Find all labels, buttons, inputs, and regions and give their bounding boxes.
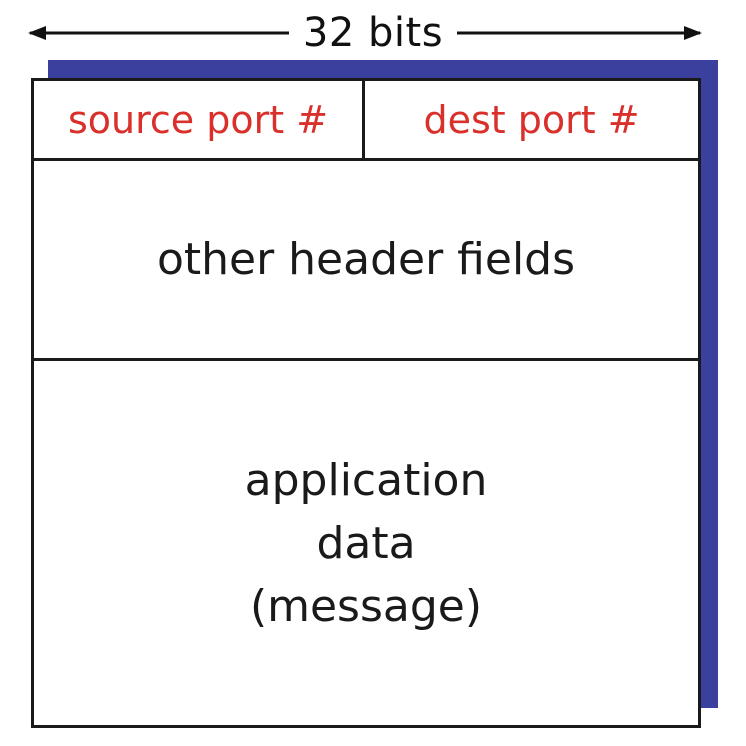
width-label: 32 bits bbox=[288, 8, 458, 58]
payload-line: data bbox=[316, 517, 416, 569]
payload-line: (message) bbox=[249, 580, 483, 632]
other-header-label: other header fields bbox=[156, 234, 576, 285]
arrow-right-icon bbox=[684, 26, 702, 40]
source-port-label: source port # bbox=[67, 97, 329, 142]
arrow-left-icon bbox=[28, 26, 46, 40]
dest-port-label: dest port # bbox=[423, 97, 640, 142]
width-label-wrap: 32 bits bbox=[0, 8, 746, 58]
dest-port-field: dest port # bbox=[365, 81, 698, 158]
segment-box: source port # dest port # other header f… bbox=[31, 78, 701, 728]
payload-field: application data (message) bbox=[34, 361, 698, 725]
ports-row: source port # dest port # bbox=[34, 81, 698, 161]
source-port-field: source port # bbox=[34, 81, 365, 158]
width-indicator: 32 bits bbox=[0, 0, 746, 72]
other-header-field: other header fields bbox=[34, 161, 698, 361]
payload-line: application bbox=[244, 454, 488, 506]
